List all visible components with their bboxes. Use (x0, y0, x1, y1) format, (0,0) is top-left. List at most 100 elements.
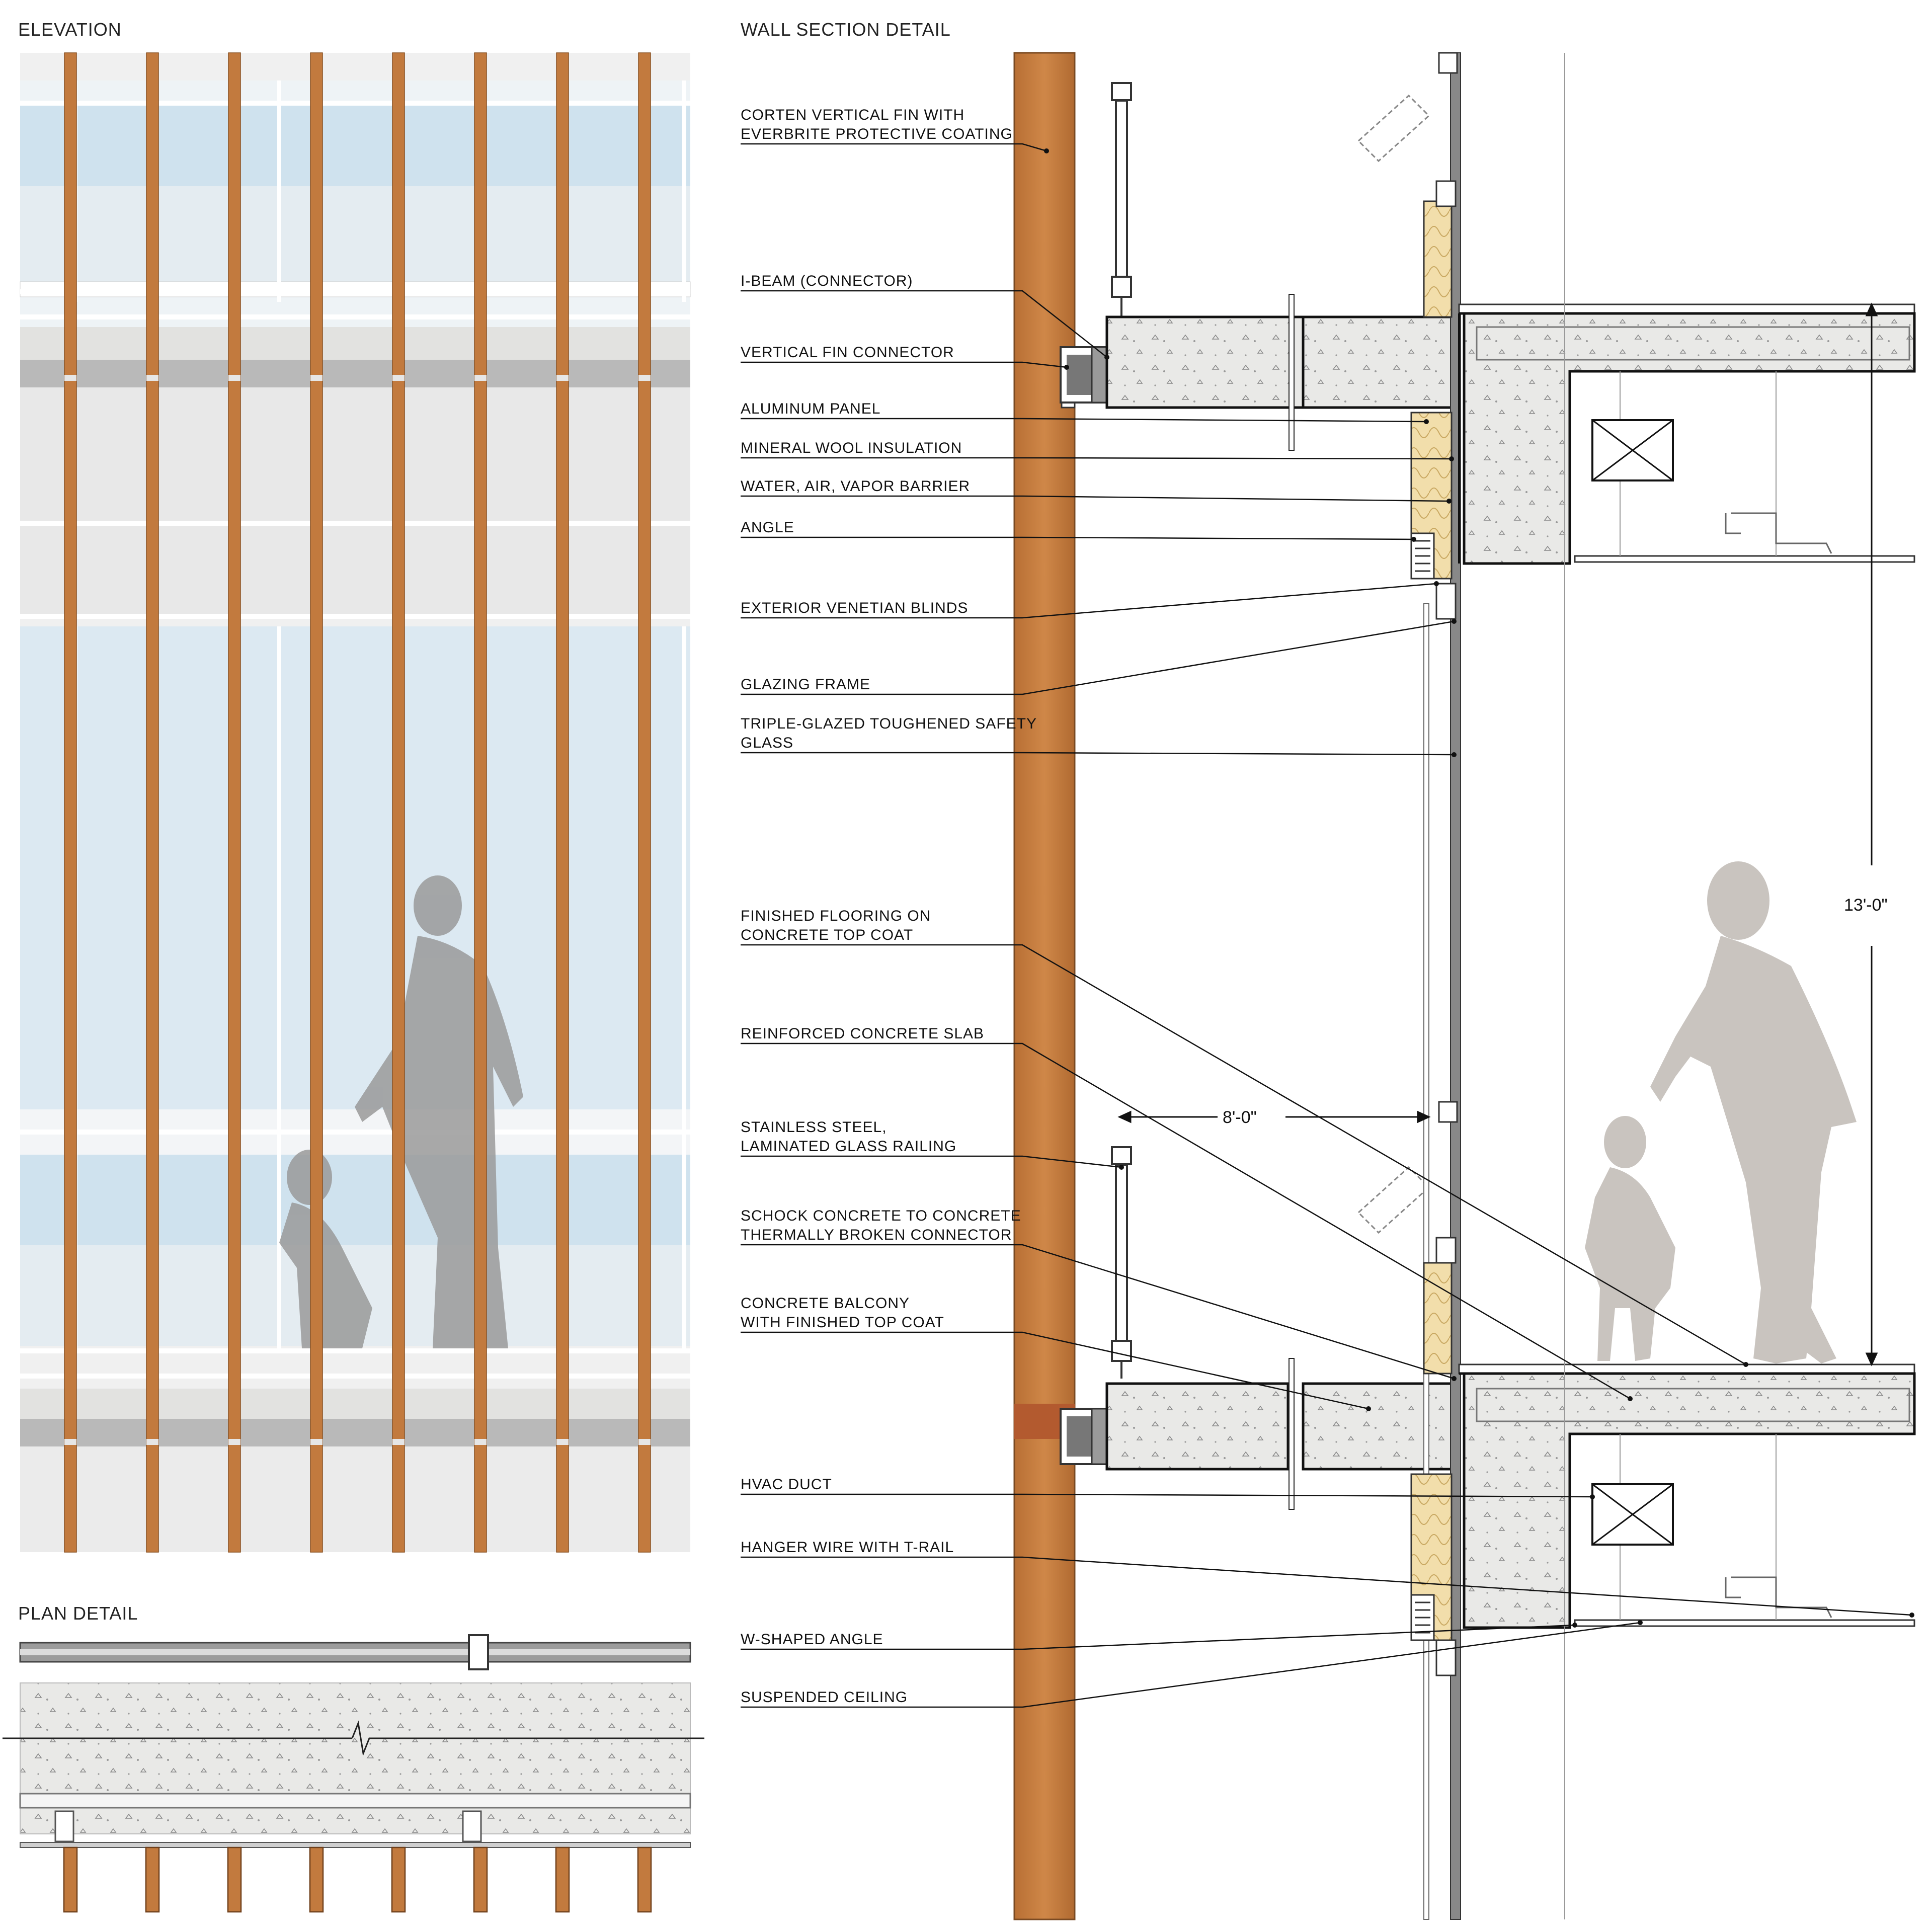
label-line: LAMINATED GLASS RAILING (741, 1138, 956, 1155)
leader-tip (1424, 419, 1429, 424)
plan-fin-5 (391, 1846, 406, 1913)
elevation-fin-2 (146, 52, 159, 1553)
balcony-break-lower (1289, 1358, 1295, 1510)
elevation-fin-joint (638, 375, 651, 381)
elevation-fin-joint (146, 1439, 158, 1445)
elevation-fin-6 (474, 52, 487, 1553)
leader-tip (1909, 1613, 1914, 1618)
label-line: ALUMINUM PANEL (741, 400, 881, 417)
leader-hvac (741, 1493, 1593, 1498)
section-people-silhouette (1585, 861, 1857, 1363)
label-line: THERMALLY BROKEN CONNECTOR (741, 1227, 1012, 1243)
label-line: EVERBRITE PROTECTIVE COATING (741, 126, 1013, 142)
railing-cap-upper (1111, 82, 1132, 101)
elevation-fin-3 (228, 52, 241, 1553)
elevation-fin-8 (638, 52, 651, 1553)
label-blinds: EXTERIOR VENETIAN BLINDS (741, 600, 968, 616)
label-slab: REINFORCED CONCRETE SLAB (741, 1025, 984, 1042)
leader-tip (1044, 148, 1049, 153)
section-corten-fin (1013, 52, 1076, 1920)
label-line: SUSPENDED CEILING (741, 1689, 908, 1706)
balcony-break-upper (1289, 294, 1295, 451)
label-angle: ANGLE (741, 519, 794, 536)
label-line: MINERAL WOOL INSULATION (741, 440, 962, 456)
balcony-lower (1105, 1382, 1290, 1471)
elevation-fin-joint (392, 375, 405, 381)
leader-tip (1434, 581, 1439, 586)
label-line: SCHOCK CONCRETE TO CONCRETE (741, 1208, 1021, 1224)
leader-fin-connector (741, 361, 1067, 368)
elevation-title: ELEVATION (18, 19, 122, 40)
slab-edge-1 (20, 327, 690, 360)
leader-aluminum-panel (741, 418, 1427, 423)
elevation-fin-joint (64, 1439, 76, 1445)
plan-fin-2 (145, 1846, 160, 1913)
leader-barrier (741, 495, 1450, 502)
plan-fin-8 (637, 1846, 652, 1913)
label-aluminum-panel: ALUMINUM PANEL (741, 400, 881, 417)
label-line: HANGER WIRE WITH T-RAIL (741, 1539, 954, 1556)
label-line: VERTICAL FIN CONNECTOR (741, 344, 954, 361)
elevation-corten-fins (64, 52, 651, 1553)
suspended-ceiling-upper (1574, 555, 1915, 563)
label-line: I-BEAM (CONNECTOR) (741, 273, 913, 289)
leader-tip (1743, 1362, 1748, 1367)
label-line: HVAC DUCT (741, 1476, 832, 1493)
label-line: ANGLE (741, 519, 794, 536)
upper-glass-panel (20, 103, 690, 186)
blind-upper-dashed (1357, 94, 1430, 163)
label-fin-connector: VERTICAL FIN CONNECTOR (741, 344, 954, 361)
blind-pack-upper (1410, 532, 1435, 580)
slab-edge-2 (20, 1389, 690, 1419)
plan-title: PLAN DETAIL (18, 1603, 138, 1624)
leader-glazing-frame (741, 620, 1455, 695)
plan-railing (19, 1793, 691, 1809)
label-line: WITH FINISHED TOP COAT (741, 1314, 944, 1331)
elevation-fin-joint (228, 1439, 240, 1445)
label-schock: SCHOCK CONCRETE TO CONCRETE THERMALLY BRO… (741, 1208, 1021, 1243)
elevation-fin-joint (392, 1439, 405, 1445)
plan-fin-rail (20, 1842, 691, 1848)
leader-flooring (741, 944, 1746, 1365)
label-line: STAINLESS STEEL, (741, 1119, 887, 1136)
leader-tip (1590, 1494, 1595, 1499)
label-w-angle: W-SHAPED ANGLE (741, 1631, 883, 1648)
label-mineral-wool: MINERAL WOOL INSULATION (741, 440, 962, 456)
elevation-fin-joint (556, 1439, 569, 1445)
elevation-fin-joint (64, 375, 76, 381)
spandrel-panel-1 (20, 387, 690, 619)
plan-glass (20, 1649, 690, 1655)
label-line: WATER, AIR, VAPOR BARRIER (741, 478, 970, 495)
leader-i-beam (741, 290, 1107, 358)
plan-fin-3 (227, 1846, 242, 1913)
plan-corten-fins (63, 1846, 652, 1913)
label-i-beam: I-BEAM (CONNECTOR) (741, 273, 913, 289)
spandrel-panel-2 (20, 1446, 690, 1552)
elevation-fin-joint (146, 375, 158, 381)
label-line: CORTEN VERTICAL FIN WITH (741, 107, 964, 123)
section-title: WALL SECTION DETAIL (741, 19, 951, 40)
hvac-duct-lower (1591, 1483, 1674, 1546)
elevation-fin-joint (310, 375, 323, 381)
label-line: FINISHED FLOORING ON (741, 908, 931, 924)
blind-lower-dashed (1357, 1166, 1430, 1234)
label-hanger: HANGER WIRE WITH T-RAIL (741, 1539, 954, 1556)
leader-tip (1119, 1165, 1124, 1170)
label-line: GLASS (741, 735, 793, 751)
elevation-view (20, 52, 691, 1553)
plan-view (3, 1634, 704, 1913)
leader-tip (1628, 1396, 1633, 1401)
elevation-fin-joint (474, 375, 487, 381)
floor-slab-lower (1458, 1363, 1916, 1629)
plan-fin-7 (555, 1846, 570, 1913)
leader-tip (1638, 1620, 1643, 1625)
blind-pack-lower (1410, 1594, 1435, 1641)
leader-w-angle (741, 1624, 1575, 1650)
leader-slab (741, 1042, 1631, 1400)
label-ceiling: SUSPENDED CEILING (741, 1689, 908, 1706)
leader-angle (741, 536, 1414, 540)
